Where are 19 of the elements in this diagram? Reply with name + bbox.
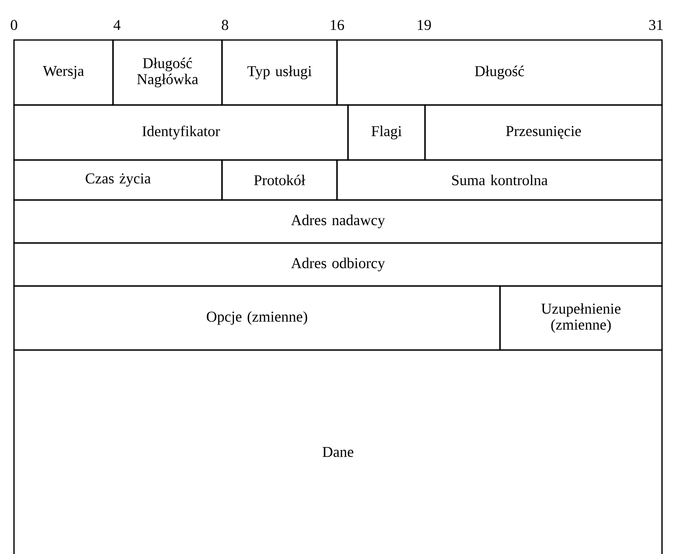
header-field: Protokół (221, 159, 338, 201)
bit-number: 4 (114, 20, 121, 30)
header-field: Suma kontrolna (336, 159, 663, 201)
header-field: Identyfikator (13, 104, 349, 161)
header-field: Długość (336, 39, 663, 106)
bit-number: 16 (330, 20, 344, 30)
header-field: Flagi (347, 104, 426, 161)
header-field: Opcje (zmienne) (13, 285, 501, 351)
bit-number: 8 (222, 20, 228, 30)
bit-number: 0 (10, 20, 18, 30)
header-field: Przesunięcie (424, 104, 663, 161)
header-field: Uzupełnienie (zmienne) (499, 285, 663, 351)
header-field: Czas życia (13, 159, 223, 201)
header-field: Adres nadawcy (13, 199, 663, 244)
header-field: Długość Nagłówka (112, 39, 223, 106)
header-field: Adres odbiorcy (13, 242, 663, 287)
header-field: Typ usługi (221, 39, 338, 106)
header-field: Wersja (13, 39, 114, 106)
data-field: Dane (13, 349, 663, 554)
